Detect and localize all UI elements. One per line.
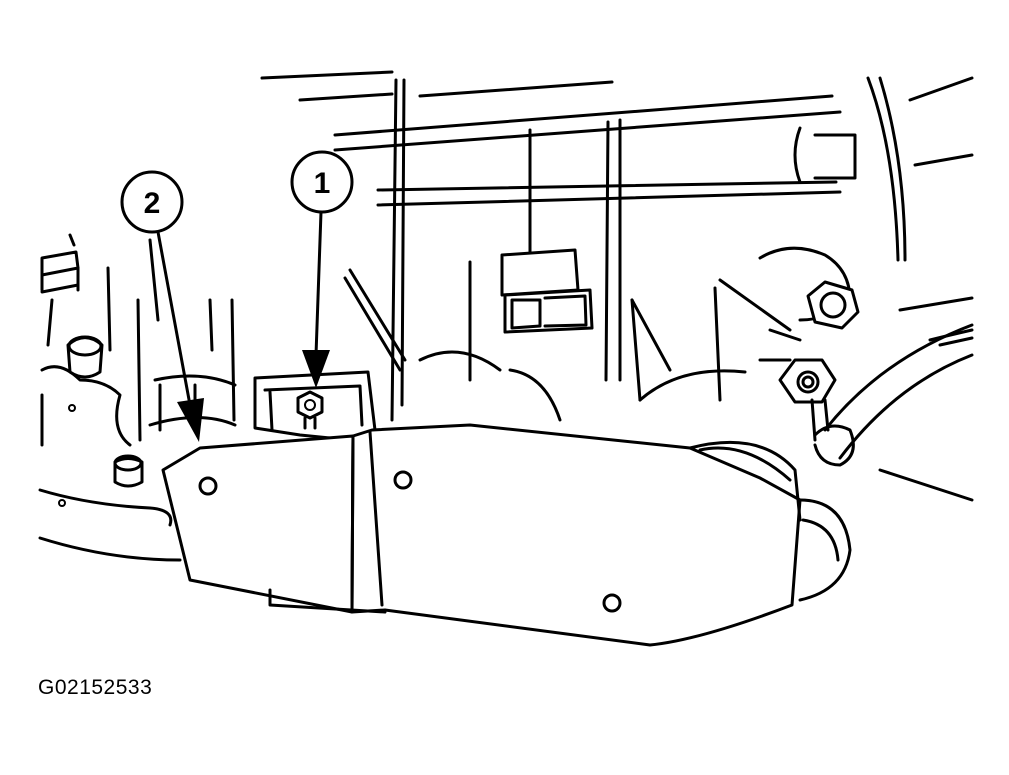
shield-cover [161, 370, 852, 647]
callout-2-arrowhead [177, 398, 204, 442]
callout-1-leader [314, 210, 323, 357]
figure-identifier: G02152533 [38, 676, 153, 699]
callout-1-label: 1 [314, 167, 331, 200]
callout-1-arrowhead [302, 350, 330, 388]
callout-1: 1 [290, 150, 354, 388]
background-components [343, 246, 852, 422]
bracket-bolt [296, 390, 324, 430]
lower-left-casting [38, 233, 237, 562]
nuts-hardware [778, 280, 860, 467]
callout-2-circle [120, 170, 184, 234]
callout-2: 2 [120, 170, 204, 442]
background-structure [260, 70, 974, 502]
callout-2-label: 2 [144, 187, 161, 220]
hose-cable [823, 323, 974, 460]
callout-2-leader [156, 230, 192, 407]
